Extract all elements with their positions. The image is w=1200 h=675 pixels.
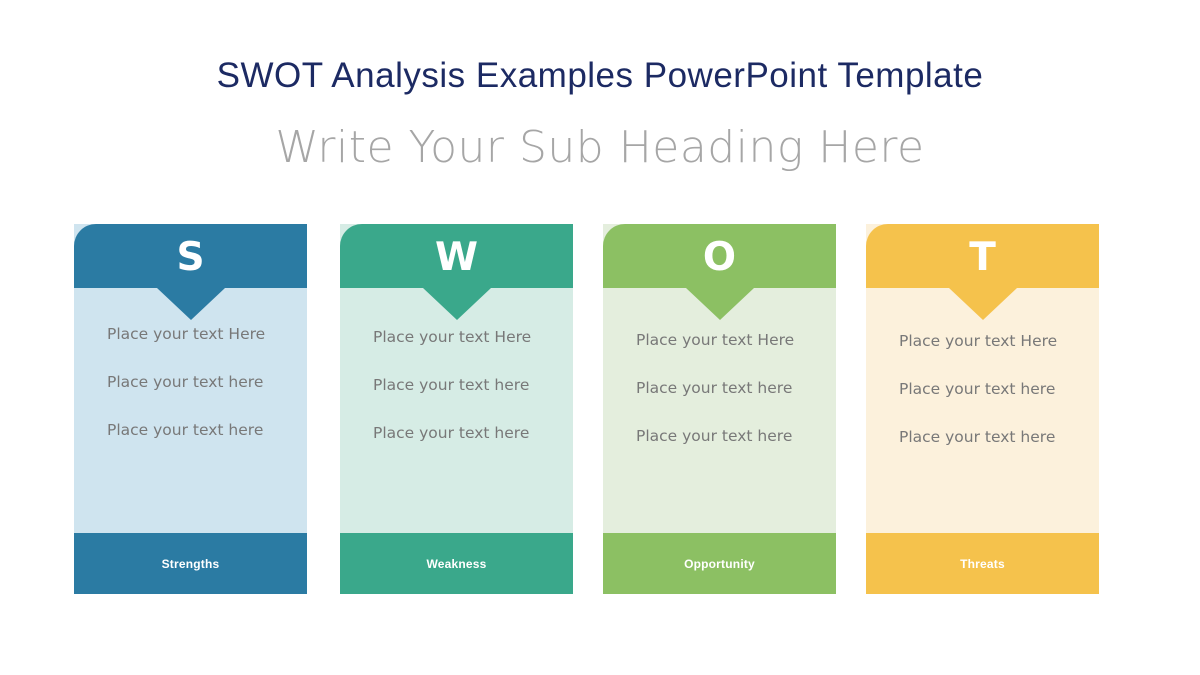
swot-card-opportunity[interactable]: O Place your text Here Place your text h… bbox=[603, 224, 836, 594]
card-footer-label: Threats bbox=[960, 556, 1005, 571]
card-footer-opportunity[interactable]: Opportunity bbox=[603, 533, 836, 594]
card-text-line: Place your text here bbox=[899, 428, 1056, 447]
card-text-line: Place your text here bbox=[373, 376, 530, 395]
card-header-weakness: W bbox=[340, 224, 573, 288]
card-letter-w: W bbox=[434, 234, 479, 280]
swot-card-weakness[interactable]: W Place your text Here Place your text h… bbox=[340, 224, 573, 594]
card-text-line: Place your text Here bbox=[636, 331, 795, 349]
card-header-strengths: S bbox=[74, 224, 307, 288]
card-text-line: Place your text here bbox=[107, 373, 264, 392]
card-text-block-weakness[interactable]: Place your text Here Place your text her… bbox=[373, 325, 555, 445]
card-text-block-threats[interactable]: Place your text Here Place your text her… bbox=[899, 329, 1081, 449]
swot-cards-row: S Place your text Here Place your text h… bbox=[74, 224, 1126, 594]
card-footer-label: Strengths bbox=[161, 556, 220, 571]
card-text-line: Place your text Here bbox=[373, 328, 532, 346]
card-text-line: Place your text here bbox=[899, 380, 1056, 399]
card-text-line: Place your text here bbox=[636, 379, 793, 398]
swot-card-threats[interactable]: T Place your text Here Place your text h… bbox=[866, 224, 1099, 594]
card-pointer-icon bbox=[156, 288, 225, 320]
swot-card-strengths[interactable]: S Place your text Here Place your text h… bbox=[74, 224, 307, 594]
card-text-line: Place your text here bbox=[107, 421, 264, 440]
card-footer-threats[interactable]: Threats bbox=[866, 533, 1099, 594]
card-text-line: Place your text here bbox=[373, 424, 530, 443]
page-title: SWOT Analysis Examples PowerPoint Templa… bbox=[216, 56, 984, 95]
card-text-line: Place your text Here bbox=[107, 325, 266, 343]
card-pointer-icon bbox=[948, 288, 1017, 320]
card-header-opportunity: O bbox=[603, 224, 836, 288]
card-text-block-strengths[interactable]: Place your text Here Place your text her… bbox=[107, 322, 289, 442]
card-letter-o: O bbox=[702, 234, 737, 280]
page-subtitle: Write Your Sub Heading Here bbox=[275, 122, 925, 173]
card-footer-weakness[interactable]: Weakness bbox=[340, 533, 573, 594]
card-text-line: Place your text Here bbox=[899, 332, 1058, 350]
card-header-threats: T bbox=[866, 224, 1099, 288]
card-pointer-icon bbox=[685, 288, 754, 320]
card-footer-label: Weakness bbox=[426, 556, 487, 571]
card-text-block-opportunity[interactable]: Place your text Here Place your text her… bbox=[636, 328, 818, 448]
card-footer-strengths[interactable]: Strengths bbox=[74, 533, 307, 594]
card-letter-s: S bbox=[176, 234, 205, 280]
card-text-line: Place your text here bbox=[636, 427, 793, 446]
card-footer-label: Opportunity bbox=[684, 556, 755, 571]
card-pointer-icon bbox=[422, 288, 491, 320]
card-letter-t: T bbox=[969, 234, 996, 280]
